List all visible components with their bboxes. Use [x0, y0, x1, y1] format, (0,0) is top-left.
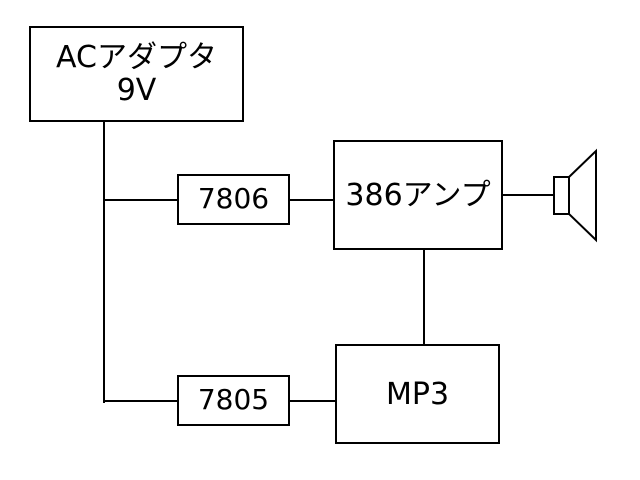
mp3-label: MP3 — [385, 376, 450, 412]
ac-adapter-voltage: 9V — [116, 73, 157, 108]
wire-amp-to-speaker — [501, 194, 554, 196]
regulator-7805-label: 7805 — [197, 383, 270, 417]
wire-adapter-trunk — [103, 121, 105, 403]
amp-386-block: 386アンプ — [333, 140, 503, 250]
wire-trunk-to-7806 — [103, 199, 179, 201]
wire-trunk-to-7805 — [103, 400, 179, 402]
mp3-block: MP3 — [335, 344, 500, 444]
ac-adapter-label: ACアダプタ — [56, 40, 217, 75]
regulator-7806-block: 7806 — [177, 174, 290, 225]
wire-7805-to-mp3 — [289, 400, 337, 402]
wire-amp-to-mp3 — [423, 248, 425, 346]
ac-adapter-block: ACアダプタ 9V — [29, 26, 244, 122]
regulator-7805-block: 7805 — [177, 375, 290, 426]
regulator-7806-label: 7806 — [197, 182, 270, 216]
amp-386-label: 386アンプ — [345, 177, 491, 213]
speaker-icon — [553, 148, 597, 243]
wire-7806-to-amp — [289, 199, 335, 201]
